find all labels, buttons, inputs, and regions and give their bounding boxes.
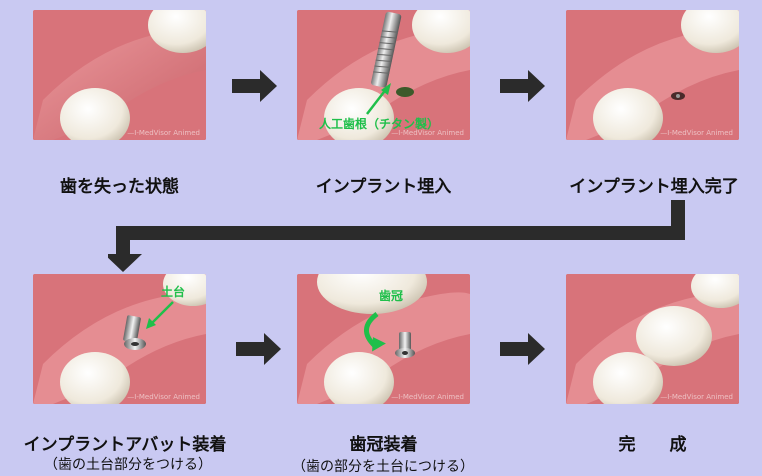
step-2-caption: インプラント埋入 — [315, 177, 452, 197]
abutment-illustration: 土台 — [33, 274, 206, 404]
arrow-right-icon — [232, 70, 277, 102]
gum-illustration — [33, 10, 206, 140]
artificial-root-label: 人工歯根（チタン製） — [319, 116, 439, 131]
arrow-right-icon — [500, 70, 545, 102]
curved-pointer-arrow — [364, 312, 379, 348]
step-5-subcaption: （歯の部分を土台につける） — [292, 459, 474, 475]
pointer-arrow — [150, 301, 174, 325]
step-1-caption: 歯を失った状態 — [60, 177, 179, 197]
step-3-image: —I-MedVisor Animed — [566, 10, 739, 140]
watermark: —I-MedVisor Animed — [391, 393, 464, 401]
crown-label: 歯冠 — [379, 288, 403, 303]
implant-illustration: 人工歯根（チタン製） — [297, 10, 470, 140]
watermark: —I-MedVisor Animed — [660, 129, 733, 137]
pointer-arrow — [366, 87, 388, 115]
crown-illustration: 歯冠 — [297, 274, 470, 404]
step-1-image: —I-MedVisor Animed — [33, 10, 206, 140]
step-2-image: 人工歯根（チタン製） —I-MedVisor Animed — [297, 10, 470, 140]
abutment-label: 土台 — [161, 284, 185, 299]
watermark: —I-MedVisor Animed — [391, 129, 464, 137]
step-4-caption: インプラントアバット装着 — [23, 435, 227, 455]
step-3-caption: インプラント埋入完了 — [569, 177, 739, 197]
step-6-image: —I-MedVisor Animed — [566, 274, 739, 404]
watermark: —I-MedVisor Animed — [127, 129, 200, 137]
step-5-caption: 歯冠装着 — [349, 435, 418, 455]
watermark: —I-MedVisor Animed — [127, 393, 200, 401]
arrow-right-icon — [236, 333, 281, 365]
connector-arrow-icon — [108, 200, 685, 272]
step-6-caption: 完 成 — [618, 435, 687, 455]
watermark: —I-MedVisor Animed — [660, 393, 733, 401]
step-4-image: 土台 —I-MedVisor Animed — [33, 274, 206, 404]
step-4-subcaption: （歯の土台部分をつける） — [44, 457, 212, 473]
arrow-right-icon — [500, 333, 545, 365]
complete-illustration — [566, 274, 739, 404]
implant-complete-illustration — [566, 10, 739, 140]
step-5-image: 歯冠 —I-MedVisor Animed — [297, 274, 470, 404]
